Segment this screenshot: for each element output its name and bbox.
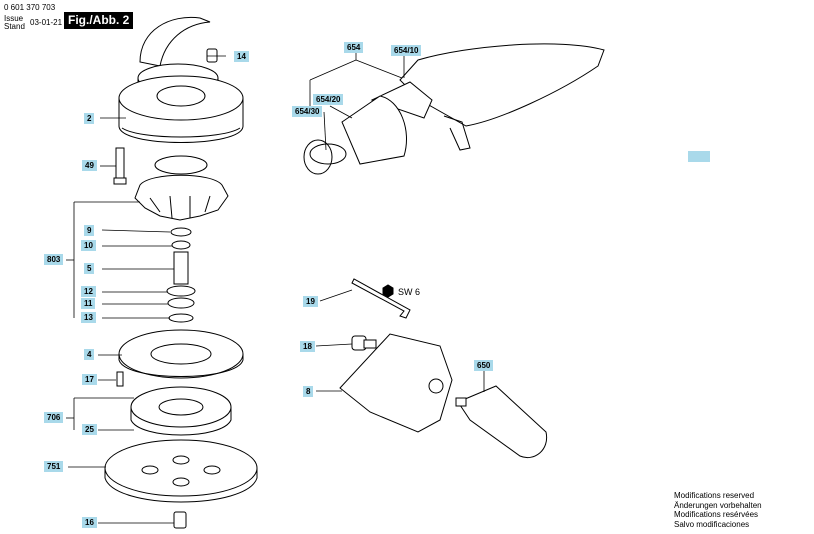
callout-19: 19 bbox=[303, 296, 318, 307]
callout-654-20: 654/20 bbox=[313, 94, 344, 105]
callout-654-10: 654/10 bbox=[391, 45, 422, 56]
callout-803: 803 bbox=[44, 254, 64, 265]
issue-label: Issue bbox=[4, 14, 24, 23]
callout-17: 17 bbox=[82, 374, 97, 385]
callout-10: 10 bbox=[81, 240, 96, 251]
gear-706 bbox=[130, 386, 232, 428]
spindle bbox=[173, 251, 189, 285]
callout-654-30: 654/30 bbox=[292, 106, 323, 117]
dust-hood bbox=[139, 16, 211, 67]
callout-8: 8 bbox=[303, 386, 314, 397]
dust-bag bbox=[399, 43, 605, 127]
modification-notes: Modifications reserved Änderungen vorbeh… bbox=[674, 491, 762, 529]
screw-16 bbox=[173, 511, 187, 529]
issue-date: 03-01-21 bbox=[30, 18, 63, 27]
note-es: Salvo modificaciones bbox=[674, 519, 750, 529]
callout-654: 654 bbox=[344, 42, 364, 53]
ring-654-30 bbox=[303, 139, 333, 175]
callout-18: 18 bbox=[300, 341, 315, 352]
callout-751: 751 bbox=[44, 461, 64, 472]
callout-2: 2 bbox=[84, 113, 95, 124]
screw-17 bbox=[116, 371, 124, 387]
callout-9: 9 bbox=[84, 225, 95, 236]
callout-12: 12 bbox=[81, 286, 96, 297]
stand-label: Stand bbox=[4, 22, 25, 31]
sanding-pad-751 bbox=[104, 439, 258, 497]
flange-4 bbox=[118, 329, 244, 379]
callout-49: 49 bbox=[82, 160, 97, 171]
callout-13: 13 bbox=[81, 312, 96, 323]
color-swatch bbox=[688, 151, 710, 162]
callout-25: 25 bbox=[82, 424, 97, 435]
adapter-654-20 bbox=[341, 95, 408, 165]
callout-5: 5 bbox=[84, 263, 95, 274]
auxiliary-handle-650 bbox=[457, 385, 548, 458]
hex-symbol bbox=[382, 284, 394, 298]
part-number: 0 601 370 703 bbox=[4, 3, 56, 12]
note-en: Modifications reserved bbox=[674, 491, 755, 500]
note-fr: Modifications resérvées bbox=[674, 510, 759, 519]
gear-housing-8 bbox=[339, 333, 453, 433]
figure-title: Fig./Abb. 2 bbox=[64, 12, 134, 29]
callout-14: 14 bbox=[234, 51, 249, 62]
fan bbox=[134, 174, 229, 221]
wrench-size-label: SW 6 bbox=[398, 287, 421, 297]
callout-706: 706 bbox=[44, 412, 64, 423]
note-de: Änderungen vorbehalten bbox=[674, 500, 762, 510]
screw-49 bbox=[113, 147, 127, 185]
hex-key-19 bbox=[351, 278, 411, 319]
callout-16: 16 bbox=[82, 517, 97, 528]
callout-11: 11 bbox=[81, 298, 96, 309]
callout-650: 650 bbox=[474, 360, 494, 371]
callout-4: 4 bbox=[84, 349, 95, 360]
housing-top bbox=[118, 75, 244, 121]
screw-14 bbox=[206, 48, 218, 63]
